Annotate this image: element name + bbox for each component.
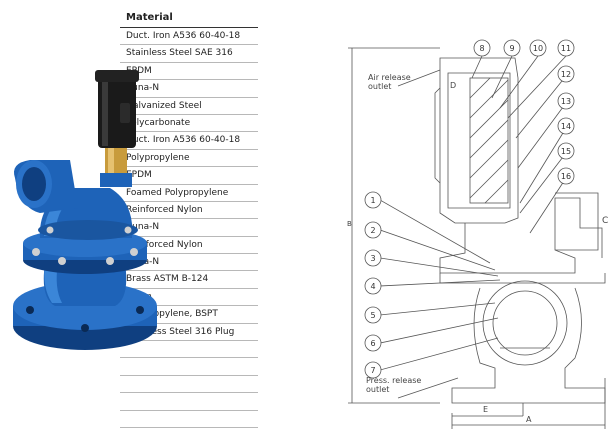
table-row: Brass ASTM B-124 <box>120 271 258 289</box>
callout-15: 15 <box>561 147 571 156</box>
callout-3: 3 <box>370 254 375 263</box>
table-row: Polypropylene <box>120 150 258 168</box>
table-row <box>120 341 258 359</box>
callout-11: 11 <box>561 44 571 53</box>
table-row: Polypropylene, BSPT <box>120 306 258 324</box>
table-row: Galvanized Steel <box>120 98 258 115</box>
table-row <box>120 358 258 376</box>
table-row: Stainless Steel SAE 316 <box>120 45 258 63</box>
table-row <box>120 376 258 394</box>
callout-10: 10 <box>533 44 543 53</box>
table-header: Material <box>120 8 258 28</box>
dimension-b-label: B <box>347 220 352 228</box>
press-release-label-line1: Press. release <box>366 376 421 385</box>
callout-13: 13 <box>561 97 571 106</box>
table-row: Duct. Iron A536 60-40-18 <box>120 132 258 150</box>
table-row: Polycarbonate <box>120 115 258 133</box>
table-row: Buna-N <box>120 219 258 237</box>
dimension-d-label: D <box>450 81 456 90</box>
callout-7: 7 <box>370 366 375 375</box>
valve-illustration <box>13 70 157 350</box>
callout-9: 9 <box>509 44 514 53</box>
table-row: EPDM <box>120 167 258 185</box>
table-row: Reinforced Nylon <box>120 202 258 220</box>
table-row: Foamed Polypropylene <box>120 185 258 202</box>
press-release-label-line2: outlet <box>366 385 389 394</box>
cross-section-drawing: 1 2 3 4 5 6 7 8 9 10 11 12 13 14 15 16 A… <box>347 39 608 429</box>
table-row: Stainless Steel 316 Plug <box>120 324 258 342</box>
callout-6: 6 <box>370 339 375 348</box>
table-row: Reinforced Nylon <box>120 237 258 255</box>
table-row: Buna-N <box>120 80 258 98</box>
dimension-c-label: C <box>602 216 608 226</box>
air-release-label-line1: Air release <box>368 73 411 82</box>
callout-12: 12 <box>561 70 571 79</box>
callout-2: 2 <box>370 226 375 235</box>
table-row <box>120 393 258 411</box>
callout-1: 1 <box>370 196 375 205</box>
callout-8: 8 <box>479 44 484 53</box>
callout-16: 16 <box>561 172 571 181</box>
air-release-label-line2: outlet <box>368 82 391 91</box>
dimension-a-label: A <box>526 415 532 424</box>
callout-group <box>364 39 575 379</box>
table-row: EPDM <box>120 63 258 81</box>
callout-14: 14 <box>561 122 571 131</box>
callout-4: 4 <box>370 282 375 291</box>
table-row <box>120 411 258 428</box>
table-row: Duct. Iron A536 60-40-18 <box>120 28 258 46</box>
dimension-e-label: E <box>483 405 488 414</box>
callout-5: 5 <box>370 311 375 320</box>
